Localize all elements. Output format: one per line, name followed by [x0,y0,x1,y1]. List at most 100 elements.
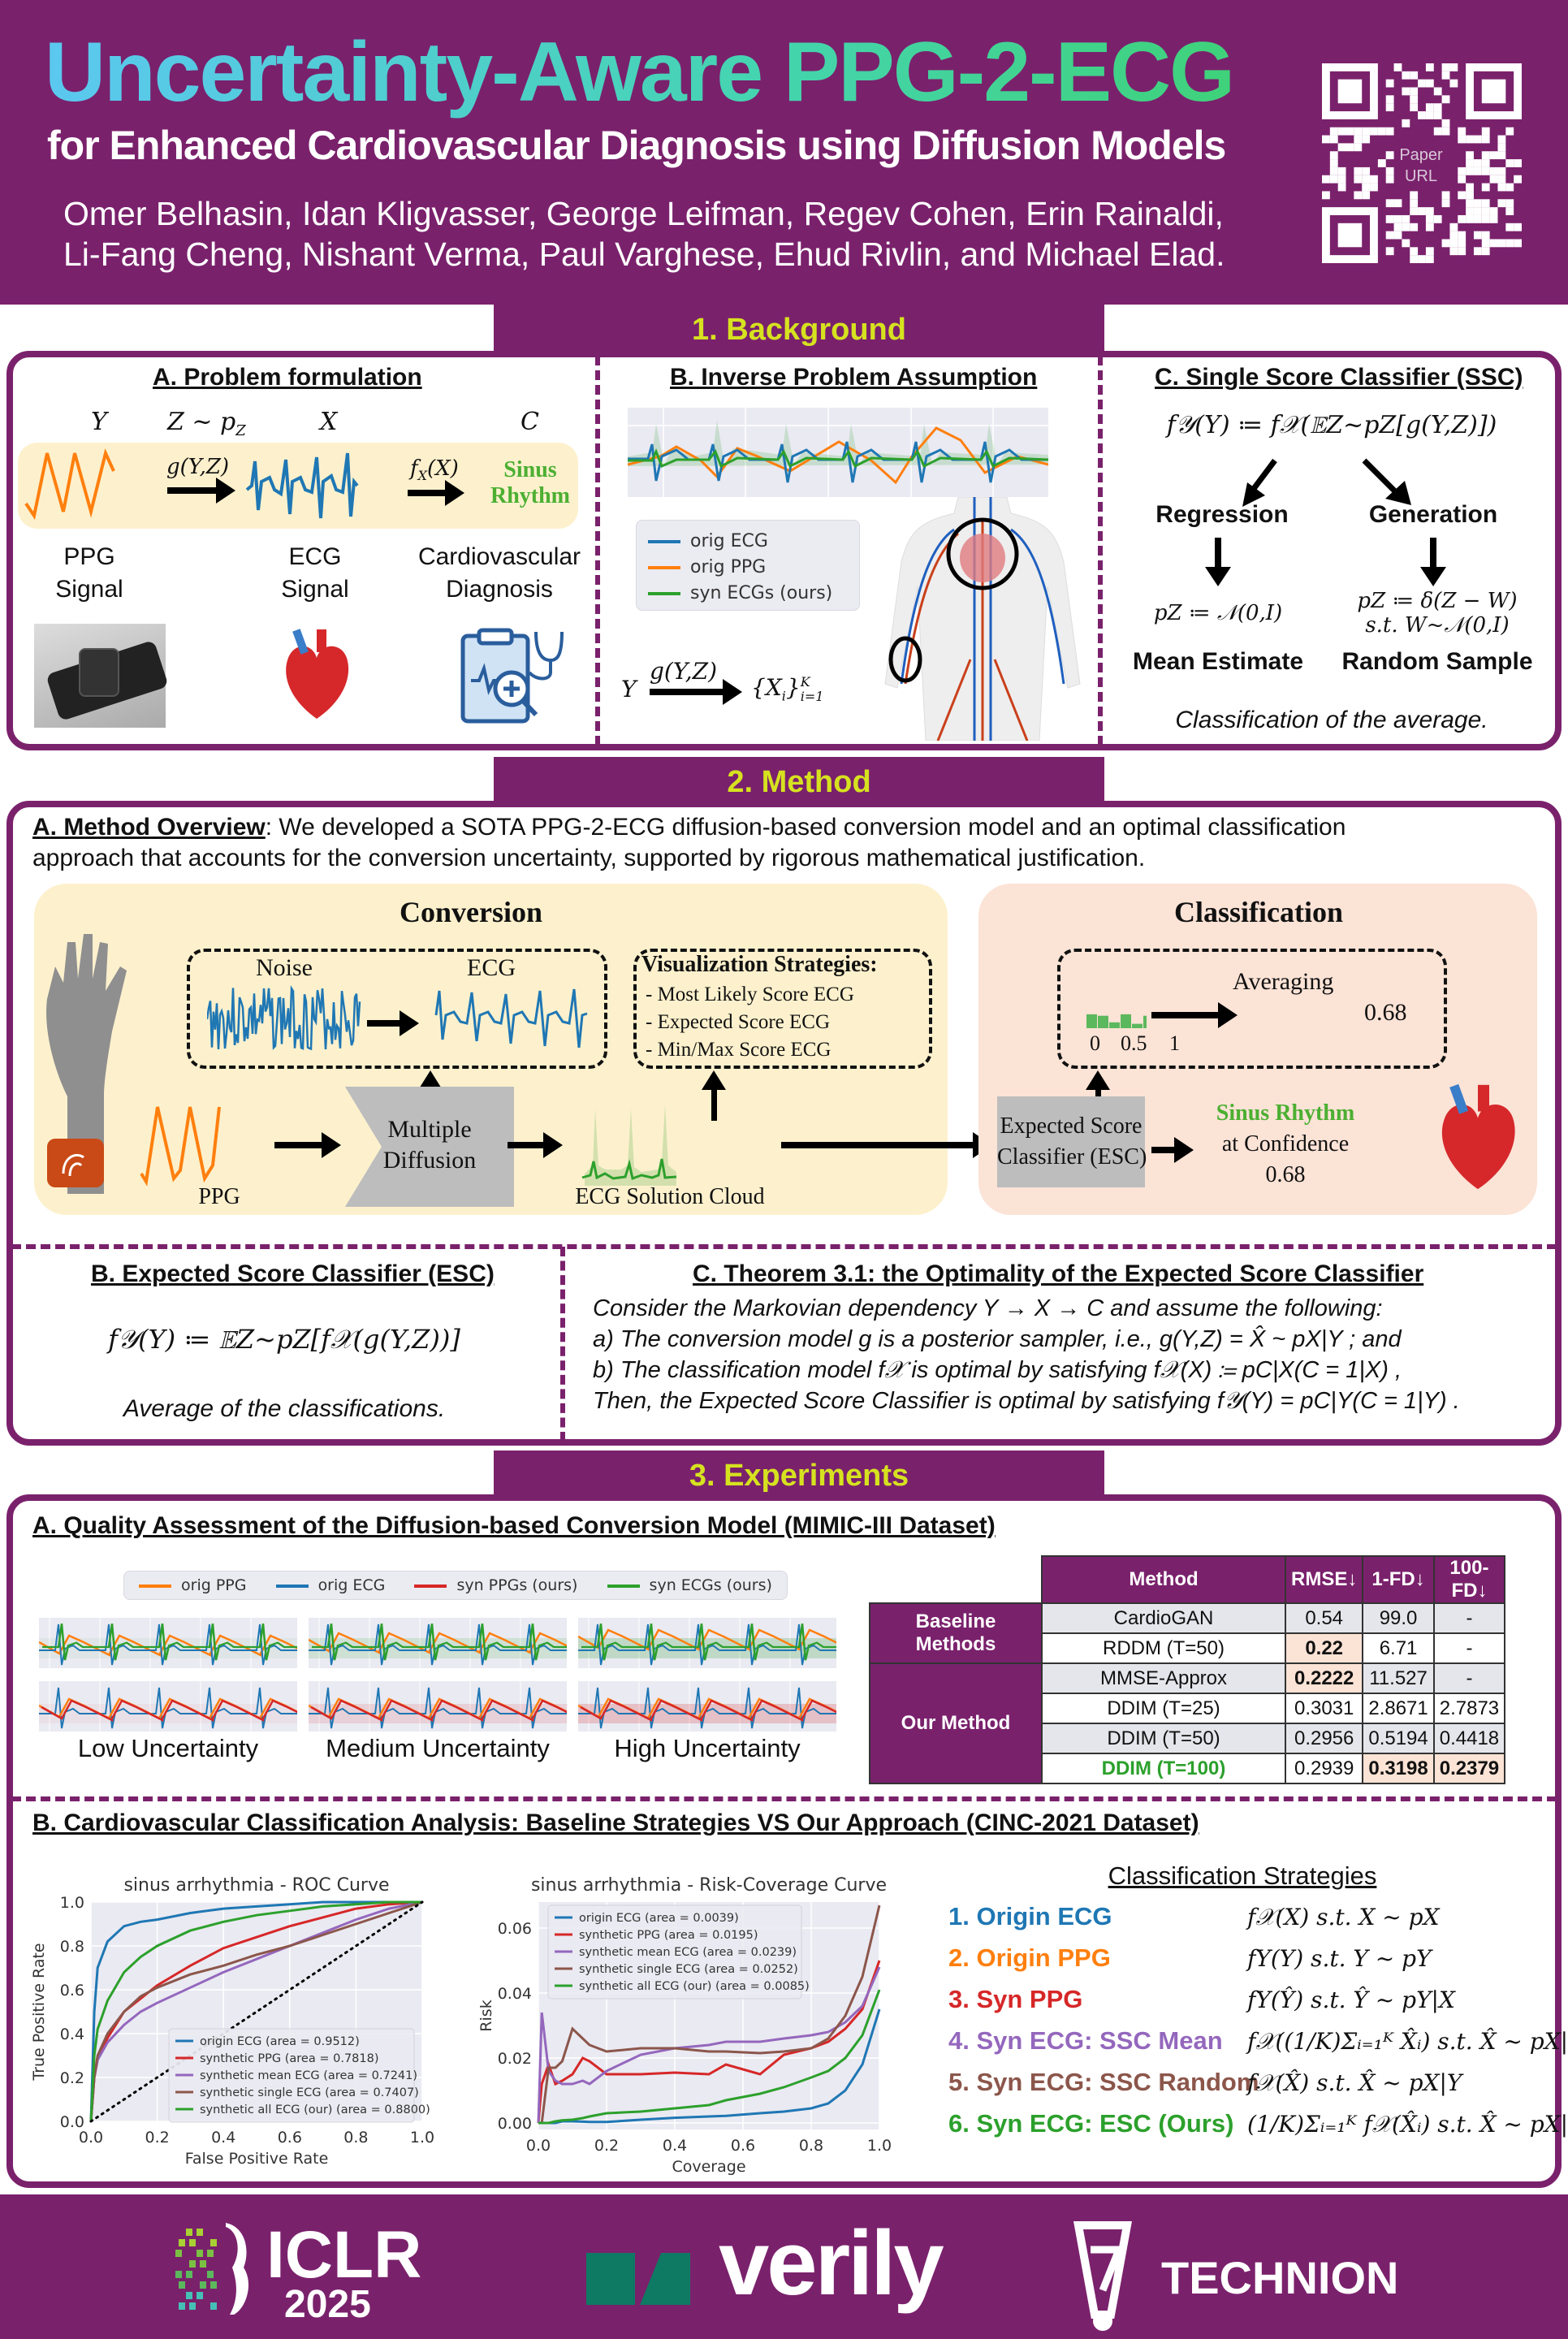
table-cell: RDDM (T=50) [1041,1632,1286,1664]
mean-estimate-label: Mean Estimate [1132,648,1304,675]
vis-title-text: Visualization Strategies [641,952,870,977]
series-line [537,1966,881,2124]
qr-label-line2: URL [1404,167,1437,185]
ecg-solution-cloud-icon [581,1105,677,1186]
esc-section-title: B. Expected Score Classifier (ESC) [91,1260,495,1287]
qr-label: Paper URL [1380,145,1462,187]
chart-legend: origin ECG (area = 0.9512)synthetic PPG … [168,2028,430,2123]
series-line [537,1960,881,2124]
table-cell: 0.3031 [1284,1693,1364,1724]
arrow-right-icon [508,1132,563,1158]
uncertainty-label: Low Uncertainty [77,1734,259,1762]
heart-icon [286,629,349,719]
y-tick-label: 0.02 [498,2050,532,2068]
ppg-signal-icon [24,447,115,521]
result-line2: at Confidence [1221,1131,1350,1157]
diffusion-line1: Multiple [387,1116,472,1143]
theorem-title: C. Theorem 3.1: the Optimality of the Ex… [693,1260,1424,1287]
generation-label: Generation [1368,501,1498,528]
arrow-right-icon [408,480,464,506]
out-end: } [785,674,801,701]
divider [11,1796,1557,1801]
legend-item: syn PPGs (ours) [414,1572,577,1599]
legend-label: orig ECG [690,531,768,551]
qr-label-line1: Paper [1399,146,1443,164]
legend-label: syn PPGs (ours) [456,1576,578,1594]
histogram-bar [1121,1014,1131,1028]
legend-label: synthetic mean ECG (area = 0.0239) [579,1946,797,1959]
legend-label: synthetic single ECG (area = 0.7407) [200,2086,419,2099]
theorem-body: Consider the Markovian dependency Y → X … [593,1293,1460,1416]
histogram-tick: 1 [1169,1031,1180,1055]
legend-line-icon [275,1584,309,1588]
legend-item: syn ECGs (ours) [607,1572,772,1599]
ecg-clean-icon [434,988,588,1048]
method-overview: A. Method Overview: We developed a SOTA … [32,812,1346,874]
arrow-down-icon [1205,538,1231,586]
legend-line-icon [648,566,680,569]
legend-line-icon [607,1584,640,1588]
qr-code-icon[interactable] [1322,63,1522,263]
x-tick-label: 0.4 [211,2129,235,2147]
random-sample-label: Random Sample [1341,648,1533,675]
signal-panel [309,1618,567,1668]
table-cell: 0.3198 [1362,1753,1435,1784]
series-line [538,2008,881,2125]
var-c: C [521,408,539,436]
theorem-line2: a) The conversion model g is a posterior… [593,1326,1402,1352]
ssc-branch-arrows [1242,458,1411,507]
section-banner-method: 2. Method [494,757,1104,807]
section-banner-background: 1. Background [494,305,1104,355]
legend-label: synthetic mean ECG (area = 0.7241) [200,2069,417,2082]
table-cell: 0.22 [1284,1632,1364,1664]
ssc-formula: f𝒴(Y) ≔ f𝒳(𝔼Z~pZ[g(Y,Z)]) [1166,411,1497,439]
inverse-problem-signal-plot [628,408,1048,497]
legend-line-icon [414,1584,447,1588]
table-cell: 0.2939 [1284,1753,1364,1784]
x-tick-label: 0.4 [663,2137,687,2155]
verily-logo-text: verily [719,2212,944,2314]
signal-panel [578,1681,836,1732]
sinus-line2: Rhythm [490,483,570,508]
signal-panel [39,1618,297,1668]
ppg-caption-1: PPG [63,543,115,570]
verily-logo-icon [586,2253,690,2305]
var-z-text: Z ~ p [167,408,236,436]
y-tick-label: 0.06 [498,1920,532,1938]
strategy-formula: f𝒳(X̂) s.t. X̂ ~ pX|Y [1247,2069,1462,2096]
legend-item: orig PPG [648,555,848,581]
method-overview-text-1: : We developed a SOTA PPG-2-ECG diffusio… [265,814,1346,841]
table-group-label: Baseline Methods [869,1602,1043,1664]
table-header: 1-FD↓ [1362,1555,1435,1604]
chart-title: sinus arrhythmia - ROC Curve [123,1875,389,1896]
visualization-item: - Most Likely Score ECG [646,984,854,1005]
table-cell: - [1432,1632,1506,1664]
averaging-box [1057,949,1447,1069]
divider [11,1244,1557,1249]
table-cell: - [1432,1662,1506,1694]
histogram-tick: 0.5 [1121,1031,1147,1055]
x-tick-label: 1.0 [867,2137,892,2155]
esc-line2: Classifier (ESC) [997,1144,1147,1170]
table-cell: 0.2222 [1284,1662,1364,1694]
signal-panel [309,1681,567,1732]
classification-title: Classification [1173,896,1343,928]
strategy-label: 6. Syn ECG: ESC (Ours) [948,2109,1234,2138]
x-tick-label: 0.6 [278,2129,302,2147]
table-cell: 11.527 [1362,1662,1435,1694]
legend-line-icon [139,1584,172,1588]
x-tick-label: 0.2 [594,2137,619,2155]
strategy-formula: (1/K)Σᵢ₌₁ᴷ f𝒳(X̂ᵢ) s.t. X̂ ~ pX|Y [1247,2111,1568,2138]
divider [1098,356,1103,746]
x-tick-label: 0.6 [731,2137,755,2155]
series-line [89,1900,422,2122]
theorem-line4: Then, the Expected Score Classifier is o… [593,1388,1460,1414]
theorem-line1: Consider the Markovian dependency Y → X … [593,1295,1383,1321]
histogram-bar [1109,1022,1120,1028]
chart-legend: origin ECG (area = 0.0039)synthetic PPG … [547,1904,810,2000]
